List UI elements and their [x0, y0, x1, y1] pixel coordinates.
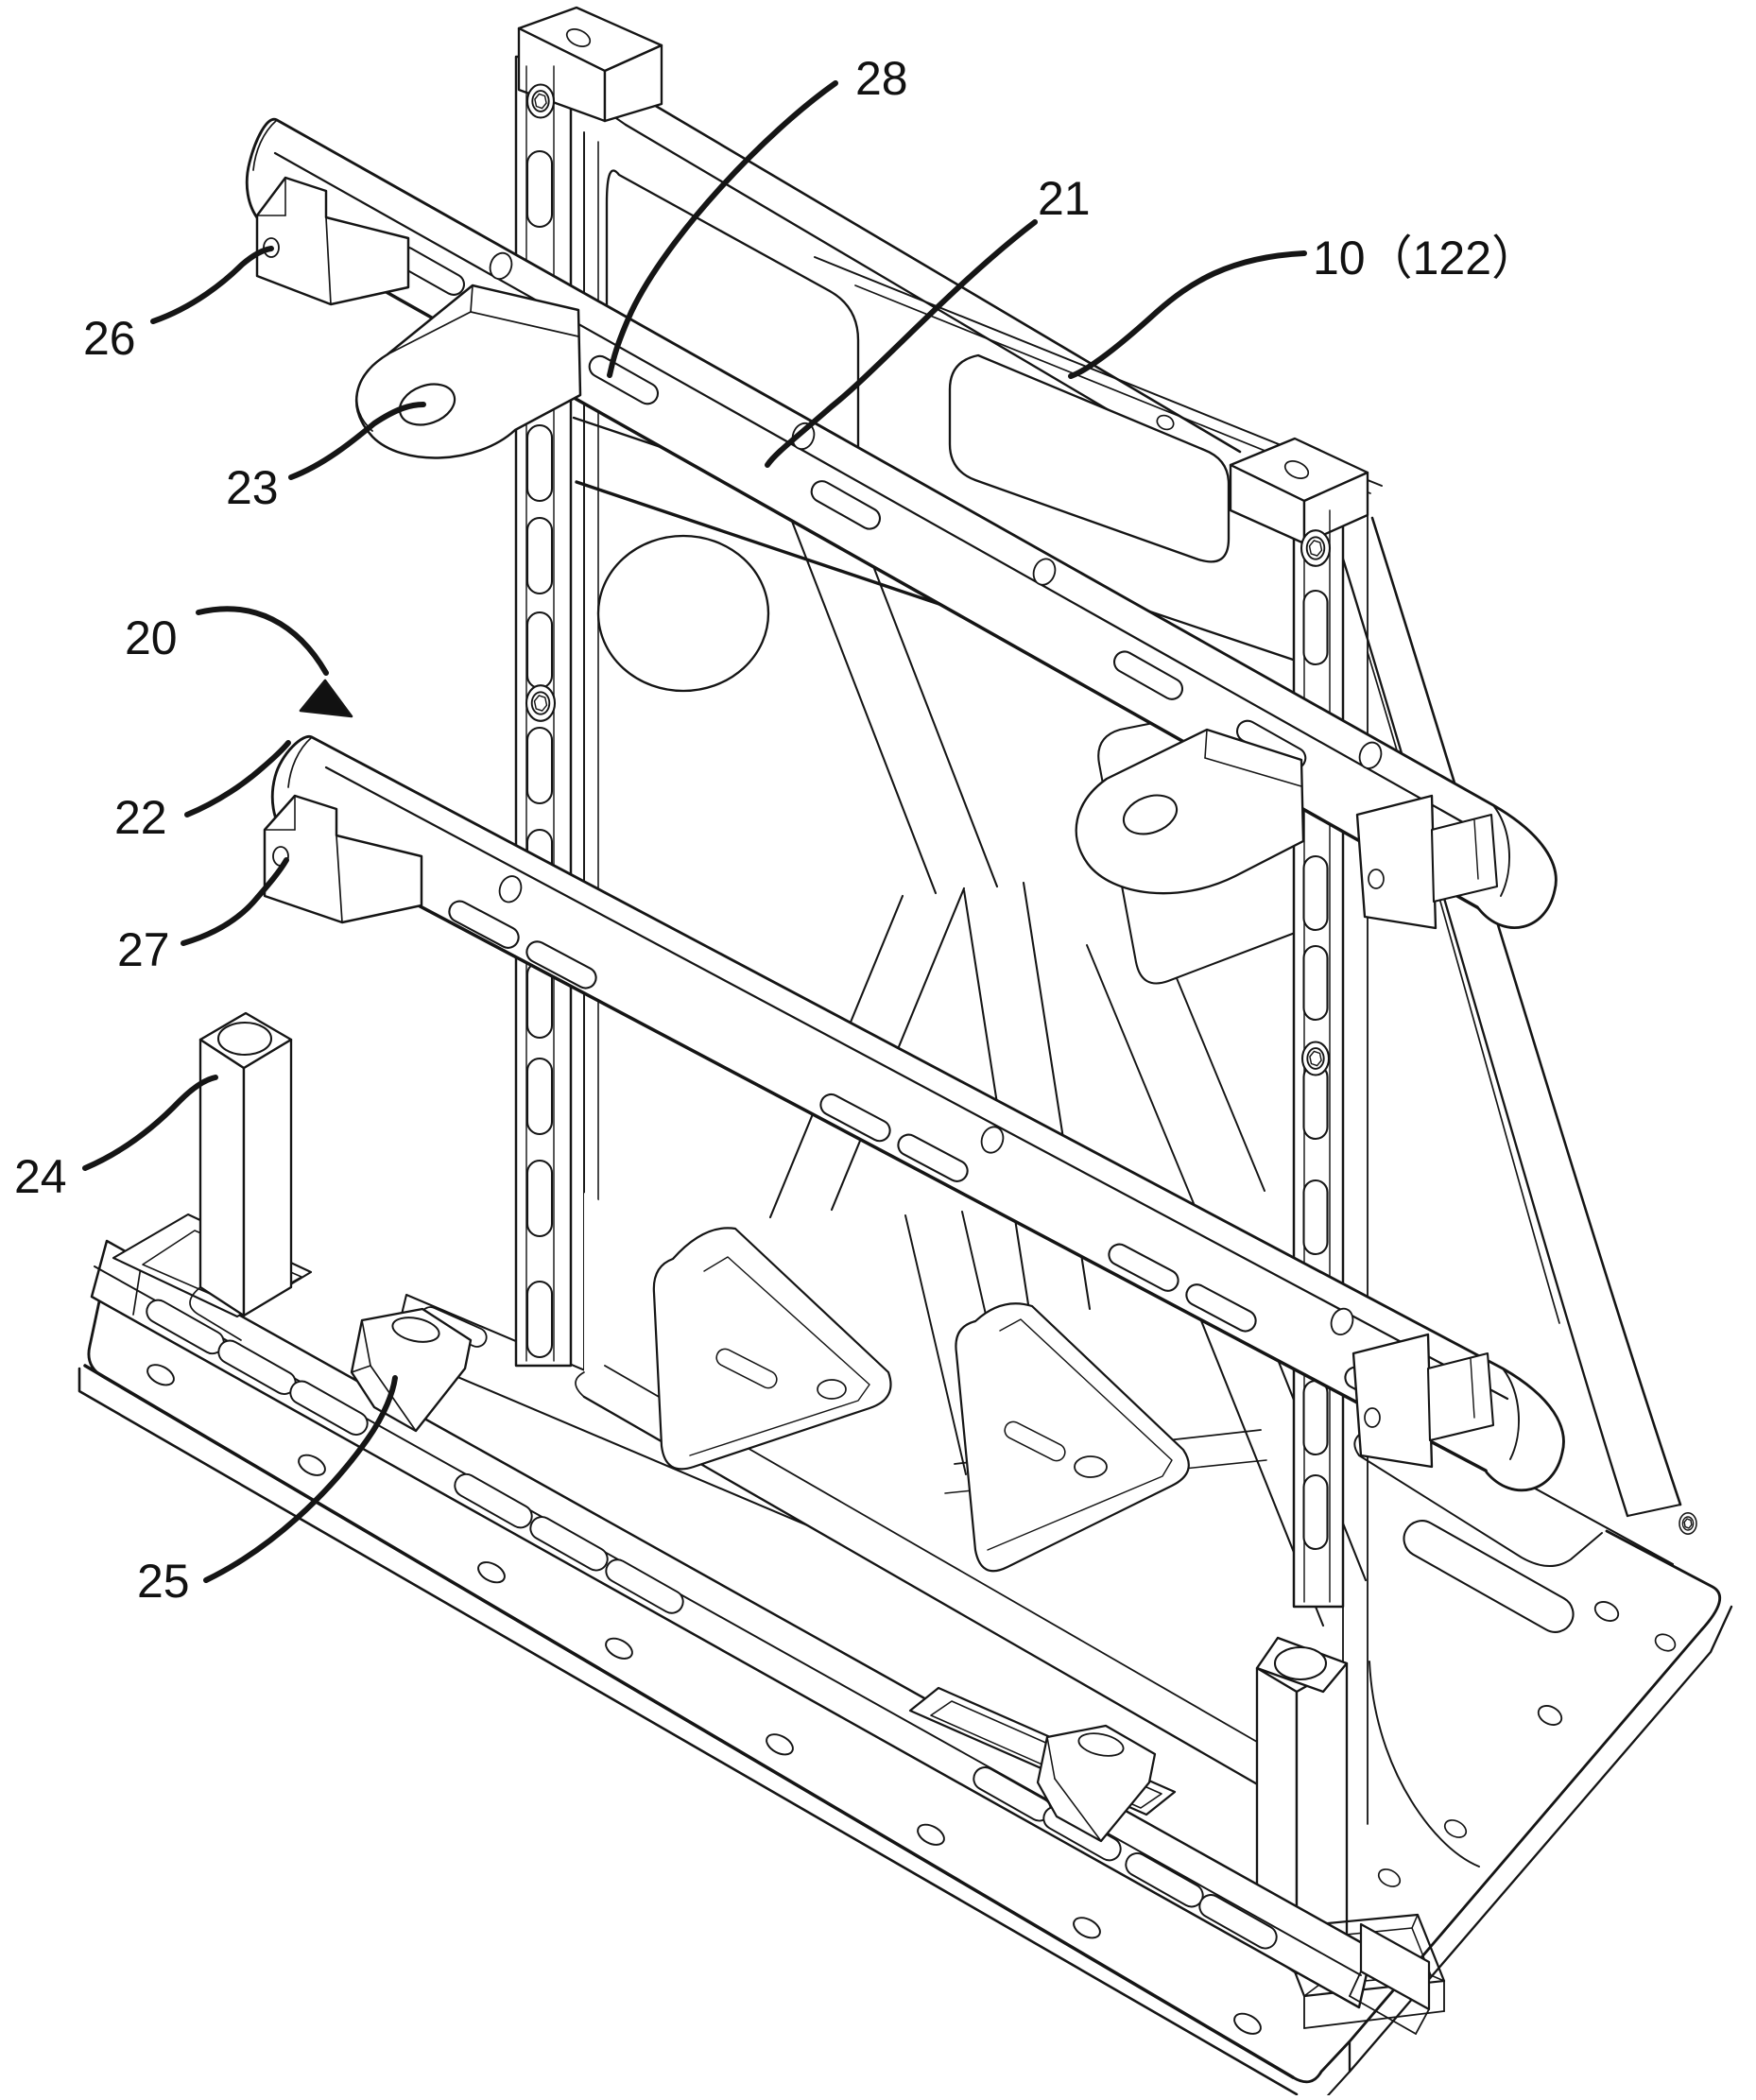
svg-text:28: 28 [855, 52, 908, 105]
svg-text:24: 24 [14, 1150, 67, 1203]
svg-text:27: 27 [117, 923, 170, 976]
svg-text:22: 22 [114, 791, 167, 844]
svg-text:21: 21 [1038, 172, 1091, 225]
svg-text:26: 26 [83, 312, 136, 365]
svg-text:10（122）: 10（122） [1313, 232, 1539, 284]
svg-text:23: 23 [226, 461, 279, 514]
svg-text:25: 25 [137, 1555, 190, 1608]
svg-text:20: 20 [125, 611, 178, 664]
